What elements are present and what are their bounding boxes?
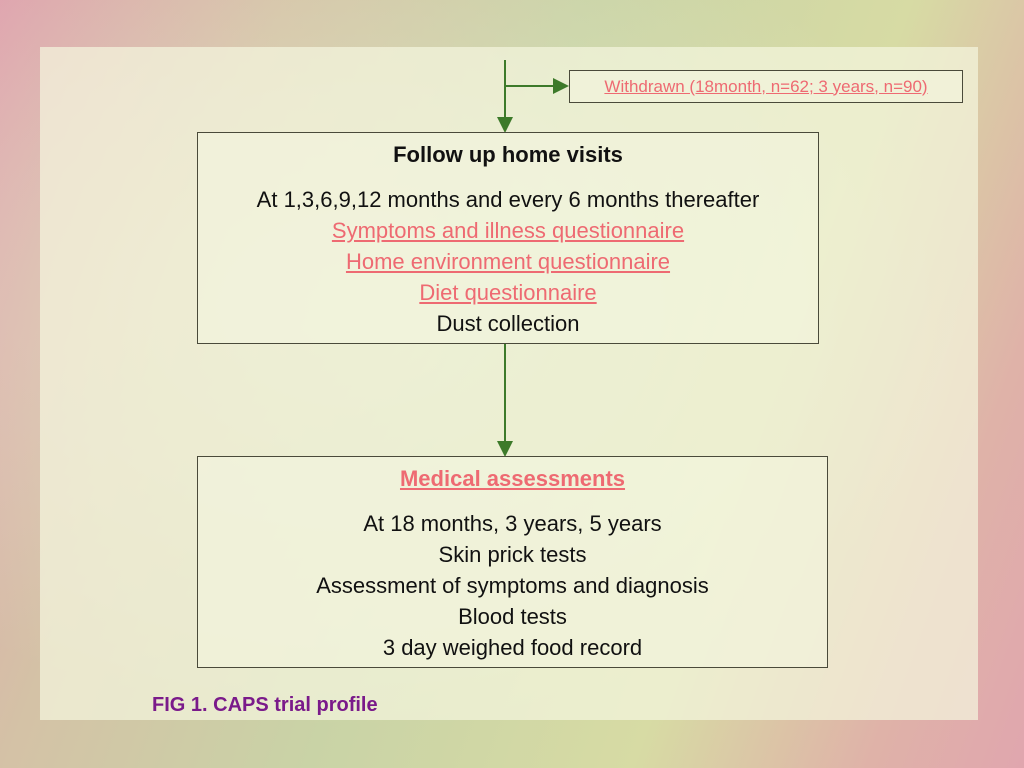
withdrawn-box: Withdrawn (18month, n=62; 3 years, n=90): [569, 70, 963, 103]
follow-up-box: Follow up home visits At 1,3,6,9,12 mont…: [197, 132, 819, 344]
symptoms-assessment: Assessment of symptoms and diagnosis: [316, 573, 709, 598]
blood-tests: Blood tests: [458, 604, 567, 629]
skin-prick-tests: Skin prick tests: [438, 542, 587, 567]
home-environment-questionnaire-link[interactable]: Home environment questionnaire: [345, 249, 671, 274]
symptoms-questionnaire-link[interactable]: Symptoms and illness questionnaire: [331, 218, 685, 243]
medical-assessments-link[interactable]: Medical assessments: [399, 466, 626, 491]
withdrawn-link[interactable]: Withdrawn (18month, n=62; 3 years, n=90): [604, 76, 928, 96]
figure-caption: FIG 1. CAPS trial profile: [152, 694, 378, 716]
dust-collection: Dust collection: [436, 311, 580, 336]
food-record: 3 day weighed food record: [382, 635, 643, 660]
diet-questionnaire-link[interactable]: Diet questionnaire: [419, 280, 597, 305]
medical-box: Medical assessments At 18 months, 3 year…: [197, 456, 828, 668]
follow-up-schedule: At 1,3,6,9,12 months and every 6 months …: [256, 187, 760, 212]
follow-up-title: Follow up home visits: [393, 142, 623, 167]
medical-schedule: At 18 months, 3 years, 5 years: [363, 511, 662, 536]
